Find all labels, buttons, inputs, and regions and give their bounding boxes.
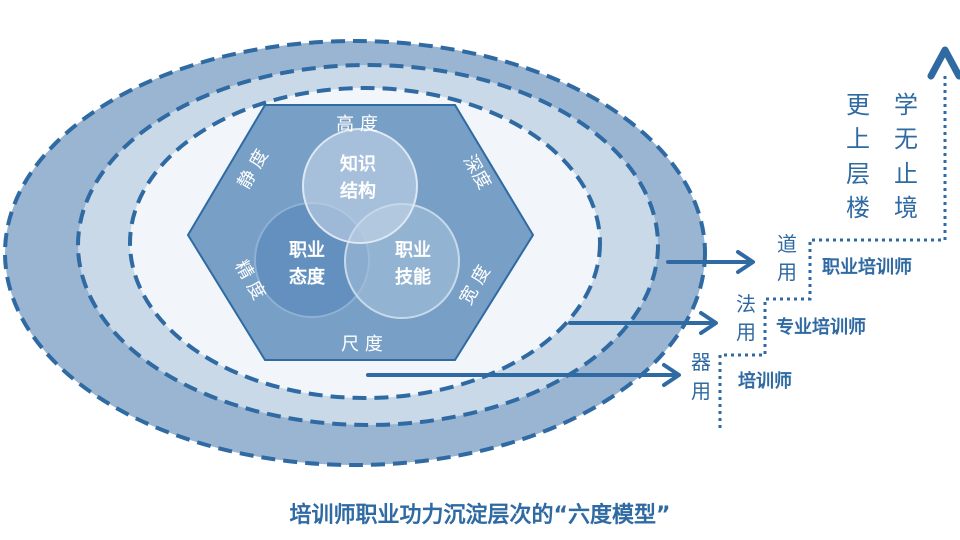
knowledge-line1: 知识: [340, 153, 376, 175]
motto-left-3: 层: [846, 160, 870, 188]
title-trainer: 培训师: [738, 370, 792, 392]
skill-line2: 技能: [395, 266, 431, 288]
knowledge-line2: 结构: [340, 180, 376, 202]
level-qi-char2: 用: [691, 379, 711, 403]
skill-line1: 职业: [395, 240, 431, 261]
level-fa-char1: 法: [736, 292, 756, 316]
level-dao-char1: 道: [777, 232, 797, 256]
attitude-line2: 态度: [289, 266, 326, 288]
diagram-caption: 培训师职业功力沉淀层次的“六度模型”: [290, 502, 671, 528]
title-professional-trainer: 职业培训师: [822, 256, 912, 278]
staircase-path: [718, 72, 947, 428]
motto-right-1: 学: [894, 91, 918, 119]
motto-right-4: 境: [894, 194, 918, 222]
level-qi-char1: 器: [691, 350, 711, 374]
circle-knowledge: [302, 128, 418, 244]
attitude-line1: 职业: [289, 240, 325, 261]
up-arrow-icon: [927, 46, 960, 80]
label-height: 高 度: [336, 114, 378, 135]
level-dao-char2: 用: [777, 260, 797, 284]
motto-left-4: 楼: [846, 194, 870, 222]
level-fa-char2: 用: [736, 320, 756, 344]
motto-right-2: 无: [894, 125, 918, 153]
motto-left-1: 更: [846, 91, 870, 119]
motto-right-3: 止: [894, 160, 918, 188]
title-specialist-trainer: 专业培训师: [776, 316, 866, 338]
label-scale: 尺 度: [341, 334, 383, 355]
motto-left-2: 上: [846, 125, 870, 153]
